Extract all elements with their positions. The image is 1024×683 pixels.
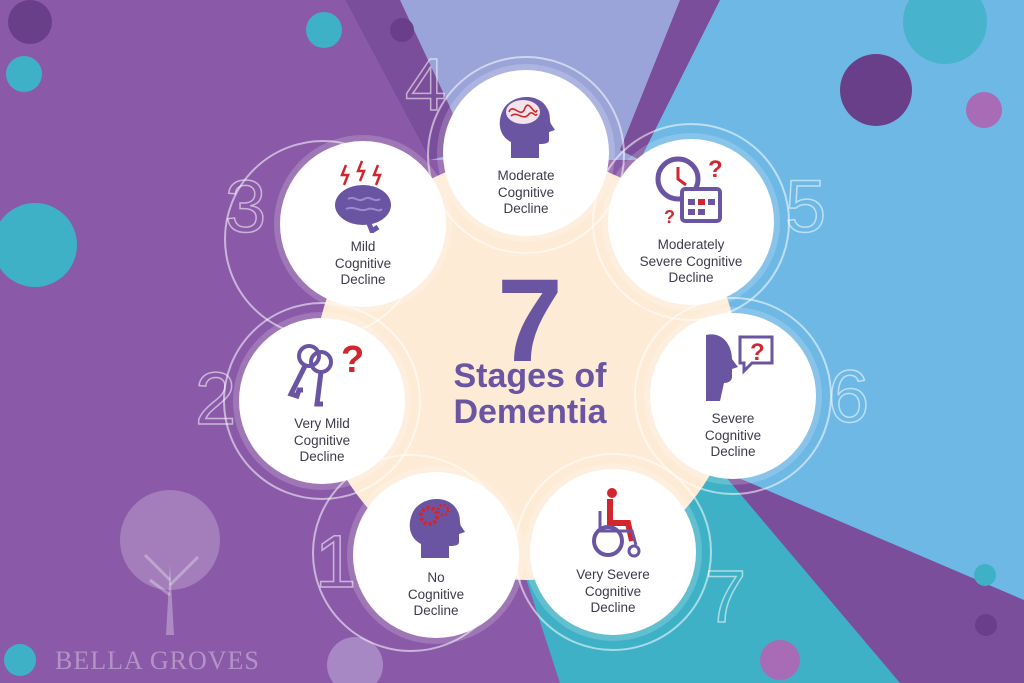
stage-1-label-line: Decline xyxy=(413,603,459,618)
stage-4-label-line: Decline xyxy=(503,201,549,216)
stage-4-label-line: Cognitive xyxy=(497,184,555,200)
keys-question-icon: ? xyxy=(287,339,364,407)
stage-5-label-line: Severe Cognitive xyxy=(639,253,743,269)
stage-number-4: 4 xyxy=(404,43,447,126)
svg-text:?: ? xyxy=(708,156,723,183)
stage-2-label-line: Cognitive xyxy=(293,432,351,448)
head-tangled-brain-icon xyxy=(499,96,555,158)
stage-6-label: Severe Cognitive Decline xyxy=(660,411,806,461)
stage-2-label: Very Mild Cognitive Decline xyxy=(249,416,395,466)
stage-5-label: Moderately Severe Cognitive Decline xyxy=(618,237,764,287)
stage-number-5: 5 xyxy=(784,165,827,248)
stage-6-label-line: Decline xyxy=(710,444,756,459)
page-title: Stages of Dementia xyxy=(405,358,655,430)
stage-7-label-line: Cognitive xyxy=(584,583,642,599)
stage-6-label-line: Cognitive xyxy=(704,427,762,443)
stage-7-label: Very Severe Cognitive Decline xyxy=(540,567,686,617)
stage-5-card: ? ? Moderately Severe Cognitive Decline xyxy=(608,139,774,305)
stage-3-card: Mild Cognitive Decline xyxy=(280,141,446,307)
svg-text:?: ? xyxy=(341,339,364,381)
stage-2-label-line: Decline xyxy=(299,449,345,464)
title-line-2: Dementia xyxy=(453,393,607,431)
stage-3-label-line: Cognitive xyxy=(334,255,392,271)
brand-name: BELLA GROVES xyxy=(55,646,260,675)
stage-4-label-line: Moderate xyxy=(497,168,555,183)
stage-6-card: ? Severe Cognitive Decline xyxy=(650,313,816,479)
clock-calendar-icon: ? ? xyxy=(655,156,723,227)
stage-5-label-line: Moderately xyxy=(657,237,725,252)
stage-7-label-line: Decline xyxy=(590,600,636,615)
stage-number-1: 1 xyxy=(314,520,357,603)
svg-text:?: ? xyxy=(664,207,675,227)
stage-6-label-line: Severe xyxy=(711,411,755,426)
stage-number-3: 3 xyxy=(224,165,267,248)
stage-3-label: Mild Cognitive Decline xyxy=(290,239,436,289)
stage-number-7: 7 xyxy=(704,555,747,638)
stage-1-label-line: Cognitive xyxy=(407,586,465,602)
profile-speech-question-icon: ? xyxy=(706,334,774,401)
stage-1-card: No Cognitive Decline xyxy=(353,472,519,638)
tree-logo-icon xyxy=(120,490,220,635)
head-gears-icon xyxy=(409,498,465,558)
stage-2-card: ? Very Mild Cognitive Decline xyxy=(239,318,405,484)
stage-4-card: Moderate Cognitive Decline xyxy=(443,70,609,236)
stage-2-label-line: Very Mild xyxy=(294,416,350,431)
svg-text:?: ? xyxy=(750,339,765,366)
brain-lightning-icon xyxy=(335,160,391,233)
stage-7-card: Very Severe Cognitive Decline xyxy=(530,469,696,635)
title-number: 7 xyxy=(497,255,563,387)
stage-3-label-line: Decline xyxy=(340,272,386,287)
stage-3-label-line: Mild xyxy=(350,239,376,254)
wheelchair-icon xyxy=(592,488,641,558)
stage-4-label: Moderate Cognitive Decline xyxy=(453,168,599,218)
stage-5-label-line: Decline xyxy=(668,270,714,285)
stage-number-2: 2 xyxy=(194,357,237,440)
title-line-1: Stages of xyxy=(453,357,607,395)
stage-1-label-line: No xyxy=(427,570,445,585)
stage-number-6: 6 xyxy=(827,355,870,438)
stage-7-label-line: Very Severe xyxy=(576,567,650,582)
stage-1-label: No Cognitive Decline xyxy=(363,570,509,620)
